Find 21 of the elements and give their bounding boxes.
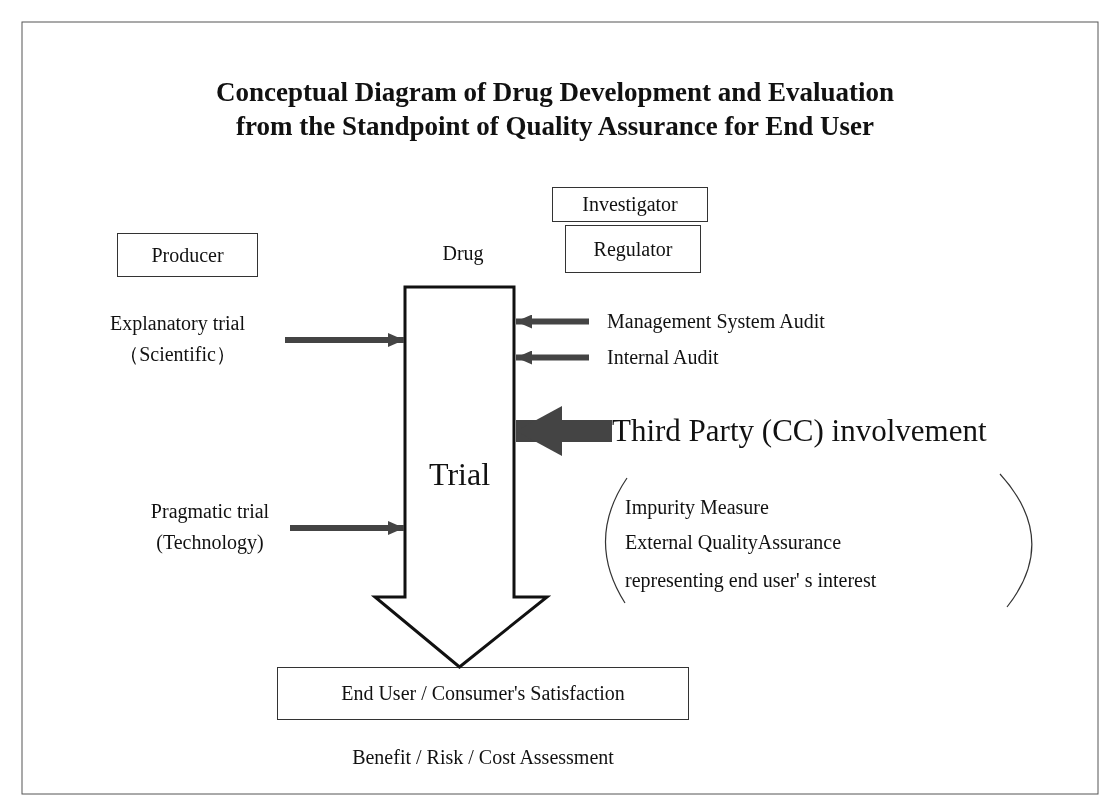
node-text: Internal Audit bbox=[589, 342, 767, 373]
arrow bbox=[516, 314, 589, 329]
arrow bbox=[516, 406, 612, 456]
role-box: Investigator bbox=[552, 187, 708, 222]
role-box: Producer bbox=[117, 233, 258, 277]
arrow bbox=[516, 350, 589, 365]
arrow bbox=[290, 521, 404, 535]
role-box: End User / Consumer's Satisfaction bbox=[277, 667, 689, 720]
note-text: External QualityAssurance bbox=[625, 530, 842, 556]
role-box: Regulator bbox=[565, 225, 701, 273]
arrow bbox=[285, 333, 404, 347]
diagram-title: Conceptual Diagram of Drug Development and Evaluation from the Standpoint of Quality Assurance for End User bbox=[215, 76, 895, 143]
note-text: representing end user' s interest bbox=[625, 568, 877, 594]
note-text: Impurity Measure bbox=[625, 495, 769, 521]
node-text: Management System Audit bbox=[589, 306, 907, 337]
node-text: Third Party (CC) involvement bbox=[612, 410, 1032, 452]
node-text: Drug bbox=[420, 238, 506, 286]
node-text: Pragmatic trial (Technology) bbox=[130, 496, 290, 560]
note-text: Benefit / Risk / Cost Assessment bbox=[351, 745, 615, 770]
node-text: Explanatory trial （Scientific） bbox=[70, 308, 285, 372]
block-arrow bbox=[370, 285, 552, 669]
